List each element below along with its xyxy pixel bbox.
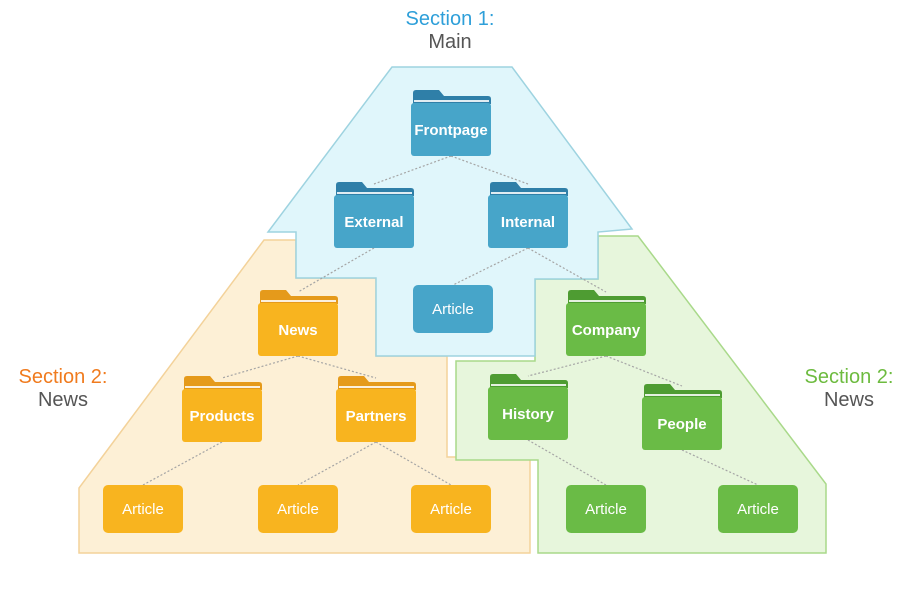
connector-external-news xyxy=(297,247,375,293)
node-partners: Partners xyxy=(336,376,416,442)
node-news: News xyxy=(258,290,338,356)
node-label: Products xyxy=(189,408,254,425)
connector-products-article_products xyxy=(142,441,223,486)
node-article-history: Article xyxy=(566,485,646,533)
connector-company-history xyxy=(527,355,607,377)
node-label: Company xyxy=(572,322,641,339)
folder-icon xyxy=(336,389,416,442)
folder-paper-edge xyxy=(491,384,566,386)
node-company: Company xyxy=(566,290,646,356)
connector-people-article_people xyxy=(681,449,759,486)
node-label: Frontpage xyxy=(414,122,487,139)
connector-partners-article_partners_2 xyxy=(375,441,452,486)
connector-lines xyxy=(142,155,759,486)
section-main-title: Section 1: xyxy=(405,8,495,30)
node-products: Products xyxy=(182,376,262,442)
folder-icon xyxy=(488,387,568,440)
folder-paper-edge xyxy=(414,100,489,102)
connector-internal-article_main xyxy=(452,247,529,286)
node-history: History xyxy=(488,374,568,440)
section-news-right-title: Section 2: xyxy=(804,366,894,388)
folder-icon xyxy=(488,195,568,248)
folder-paper-edge xyxy=(261,300,336,302)
connector-company-people xyxy=(605,355,683,387)
node-article-partners-1: Article xyxy=(258,485,338,533)
folder-icon xyxy=(566,303,646,356)
node-label: Article xyxy=(585,501,627,518)
folder-paper-edge xyxy=(339,386,414,388)
node-label: Article xyxy=(277,501,319,518)
folder-paper-edge xyxy=(569,300,644,302)
folder-icon xyxy=(258,303,338,356)
node-frontpage: Frontpage xyxy=(411,90,491,156)
connector-internal-company xyxy=(527,247,607,293)
connector-history-article_history xyxy=(527,439,607,486)
article-card xyxy=(258,485,338,533)
connector-frontpage-internal xyxy=(450,155,529,185)
node-label: History xyxy=(502,406,554,423)
folder-icon xyxy=(182,389,262,442)
connector-news-partners xyxy=(297,355,377,379)
node-people: People xyxy=(642,384,722,450)
node-internal: Internal xyxy=(488,182,568,248)
connector-frontpage-external xyxy=(373,155,452,185)
section-news-left-label: Section 2: News xyxy=(4,366,122,412)
section-news-right-subtitle: News xyxy=(823,389,874,411)
folder-paper-edge xyxy=(491,192,566,194)
region-main xyxy=(266,66,634,357)
article-card xyxy=(718,485,798,533)
node-article-partners-2: Article xyxy=(411,485,491,533)
node-external: External xyxy=(334,182,414,248)
node-article-people: Article xyxy=(718,485,798,533)
folder-paper-edge xyxy=(337,192,412,194)
folder-icon xyxy=(334,195,414,248)
node-label: Article xyxy=(122,501,164,518)
article-card xyxy=(411,485,491,533)
node-label: Internal xyxy=(501,214,555,231)
folder-paper-edge xyxy=(185,386,260,388)
node-label: Partners xyxy=(346,408,407,425)
section-news-right-label: Section 2: News xyxy=(790,366,908,412)
node-label: Article xyxy=(430,501,472,518)
node-label: External xyxy=(344,214,403,231)
connector-partners-article_partners_1 xyxy=(297,441,377,486)
node-article-main: Article xyxy=(413,285,493,333)
folder-icon xyxy=(642,397,722,450)
node-label: Article xyxy=(432,301,474,318)
section-news-left-subtitle: News xyxy=(37,389,88,411)
section-main-label: Section 1: Main xyxy=(380,8,520,54)
node-label: Article xyxy=(737,501,779,518)
node-article-products: Article xyxy=(103,485,183,533)
folder-paper-edge xyxy=(645,394,720,396)
article-card xyxy=(103,485,183,533)
connector-news-products xyxy=(221,355,299,379)
article-card xyxy=(413,285,493,333)
node-label: News xyxy=(278,322,317,339)
folder-icon xyxy=(411,103,491,156)
article-card xyxy=(566,485,646,533)
node-label: People xyxy=(657,416,706,433)
section-main-subtitle: Main xyxy=(428,31,472,53)
section-news-left-title: Section 2: xyxy=(18,366,108,388)
